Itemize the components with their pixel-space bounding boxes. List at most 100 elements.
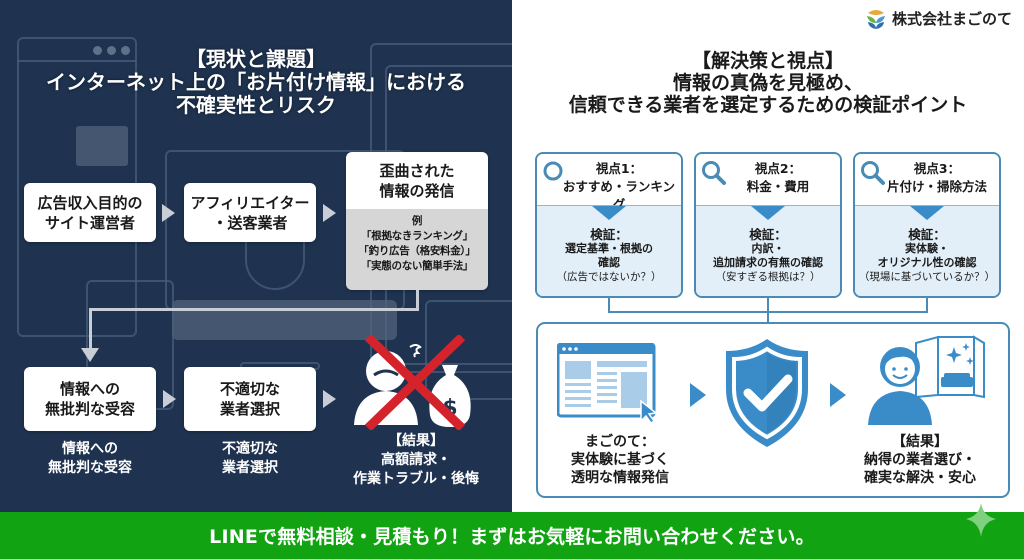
viewpoint-verification: 検証： 内訳・ 追加請求の有無の確認 （安すぎる根拠は？） (696, 206, 840, 296)
solution-source-caption: まごのて： 実体験に基づく 透明な情報発信 (555, 433, 685, 487)
distorted-info-heading: 歪曲された 情報の発信 (346, 152, 488, 209)
caption-text: 不適切な (222, 441, 278, 457)
bg-dot (121, 46, 130, 55)
satisfied-customer-icon (868, 335, 985, 425)
viewpoint-verification: 検証： 選定基準・根拠の 確認 （広告ではないか？） (537, 206, 681, 296)
example-label: 例 (411, 215, 423, 227)
result-label: 【結果】 (388, 433, 444, 449)
bg-divider (17, 60, 137, 62)
caption-text: 無批判な受容 (48, 460, 132, 476)
viewpoint-header: 視点1： おすすめ・ランキング (537, 154, 681, 212)
viewpoint-title: 視点3： (913, 161, 961, 176)
caption-text: 業者選択 (222, 460, 278, 476)
bg-image-block (76, 126, 128, 166)
company-name: 株式会社まごのて (891, 10, 1012, 28)
viewpoint-card-1: 視点1： おすすめ・ランキング 検証： 選定基準・根拠の 確認 （広告ではないか… (535, 152, 683, 298)
viewpoint-verification: 検証： 実体験・ オリジナル性の確認 （現場に基づいているか？） (855, 206, 999, 296)
notch-down-icon (910, 206, 944, 220)
viewpoint-header: 視点2： 料金・費用 (696, 154, 840, 206)
title-line: 不確実性とリスク (176, 93, 336, 117)
right-panel-title: 【解決策と視点】 情報の真偽を見極め、 信頼できる業者を選定するための検証ポイン… (512, 50, 1024, 116)
caption-text: まごのて： (585, 434, 655, 450)
arrow-right-icon (830, 383, 846, 407)
connector-line (89, 308, 92, 350)
bg-dot (107, 46, 116, 55)
distorted-info-examples: 例 「根拠なきランキング」 「釣り広告（格安料金）」 「実態のない簡単手法」 (346, 209, 488, 290)
box-text: 不適切な (219, 380, 280, 398)
caption-text: 実体験に基づく (571, 452, 669, 468)
viewpoint-title: 視点2： (754, 161, 802, 176)
result-label: 【結果】 (892, 434, 948, 450)
arrow-right-icon (323, 204, 336, 222)
example-item: 「根拠なきランキング」 (361, 230, 473, 242)
current-issues-panel: 【現状と課題】 インターネット上の「お片付け情報」における 不確実性とリスク 広… (0, 0, 512, 512)
result-text: 作業トラブル・後悔 (353, 471, 479, 487)
logo-leaf-icon (866, 9, 885, 29)
magnifier-icon (861, 161, 885, 185)
cta-text[interactable]: LINEで無料相談・見積もり！まずはお気軽にお問い合わせください。 (209, 526, 815, 548)
viewpoint-title: 視点1： (595, 161, 643, 176)
shield-check-icon (726, 339, 808, 447)
flow-box-uncritical-acceptance: 情報への 無批判な受容 (24, 367, 156, 431)
viewpoint-subtitle: 片付け・掃除方法 (886, 179, 987, 194)
left-result-caption: 【結果】 高額請求・ 作業トラブル・後悔 (336, 432, 496, 489)
magnifier-icon (702, 161, 726, 185)
verify-text: 内訳・ (751, 242, 785, 255)
line-cta-banner[interactable]: LINEで無料相談・見積もり！まずはお気軽にお問い合わせください。 (0, 512, 1024, 559)
verify-note: （現場に基づいているか？） (858, 271, 996, 283)
notch-down-icon (592, 206, 626, 220)
web-page-icon (557, 343, 658, 423)
connector-line (608, 311, 928, 313)
flow-box-affiliate: アフィリエイター ・送客業者 (184, 183, 316, 242)
red-cross-icon (364, 335, 466, 430)
sparkle-icon (946, 347, 962, 363)
caption-text: 透明な情報発信 (571, 470, 669, 486)
box-text: 歪曲された (379, 161, 455, 180)
title-line: 情報の真偽を見極め、 (672, 72, 863, 94)
connector-line (926, 298, 928, 312)
connector-line (416, 290, 419, 310)
box-text: 広告収入目的の (37, 193, 143, 212)
verify-text: 確認 (598, 256, 620, 269)
caption-uncritical-acceptance: 情報への 無批判な受容 (24, 440, 156, 478)
verify-note: （広告ではないか？） (556, 271, 662, 283)
example-item: 「実態のない簡単手法」 (360, 260, 474, 272)
bg-monitor-base (172, 300, 397, 340)
viewpoint-header: 視点3： 片付け・掃除方法 (855, 154, 999, 206)
viewpoint-subtitle: 料金・費用 (746, 179, 810, 194)
verify-text: 実体験・ (905, 242, 949, 255)
connector-line (608, 298, 610, 312)
arrow-down-icon (81, 348, 99, 362)
arrow-right-icon (163, 390, 176, 408)
notch-down-icon (751, 206, 785, 220)
result-text: 納得の業者選び・ (864, 452, 976, 468)
arrow-right-icon (690, 383, 706, 407)
flow-box-distorted-info: 歪曲された 情報の発信 例 「根拠なきランキング」 「釣り広告（格安料金）」 「… (346, 152, 488, 290)
example-item: 「釣り広告（格安料金）」 (358, 245, 476, 257)
company-logo: 株式会社まごのて (865, 8, 1012, 29)
verify-note: （安すぎる根拠は？） (715, 271, 821, 283)
verify-text: 選定基準・根拠の (565, 242, 653, 255)
left-panel-title: 【現状と課題】 インターネット上の「お片付け情報」における 不確実性とリスク (0, 48, 512, 117)
result-text: 高額請求・ (381, 452, 451, 468)
crossed-out-money-loss-icon: $ (354, 335, 471, 430)
arrow-right-icon (162, 204, 175, 222)
verify-label: 検証： (908, 227, 946, 242)
caption-wrong-vendor: 不適切な 業者選択 (184, 440, 316, 478)
sparkle-icon (966, 503, 996, 537)
magnifier-icon (543, 161, 563, 181)
box-text: サイト運営者 (44, 213, 135, 232)
person-icon (868, 347, 932, 425)
title-line: インターネット上の「お片付け情報」における (46, 70, 466, 94)
box-text: 無批判な受容 (44, 400, 135, 418)
flow-box-site-operator: 広告収入目的の サイト運営者 (24, 183, 156, 242)
box-text: ・送客業者 (212, 213, 288, 232)
title-line: 【現状と課題】 (186, 47, 326, 71)
box-text: 情報の発信 (379, 181, 455, 200)
stress-swirl-icon (409, 344, 422, 358)
connector-line (89, 308, 419, 311)
bg-dot (93, 46, 102, 55)
solution-result-caption: 【結果】 納得の業者選び・ 確実な解決・安心 (840, 433, 1000, 487)
flow-box-wrong-vendor: 不適切な 業者選択 (184, 367, 316, 431)
title-line: 【解決策と視点】 (691, 50, 844, 72)
